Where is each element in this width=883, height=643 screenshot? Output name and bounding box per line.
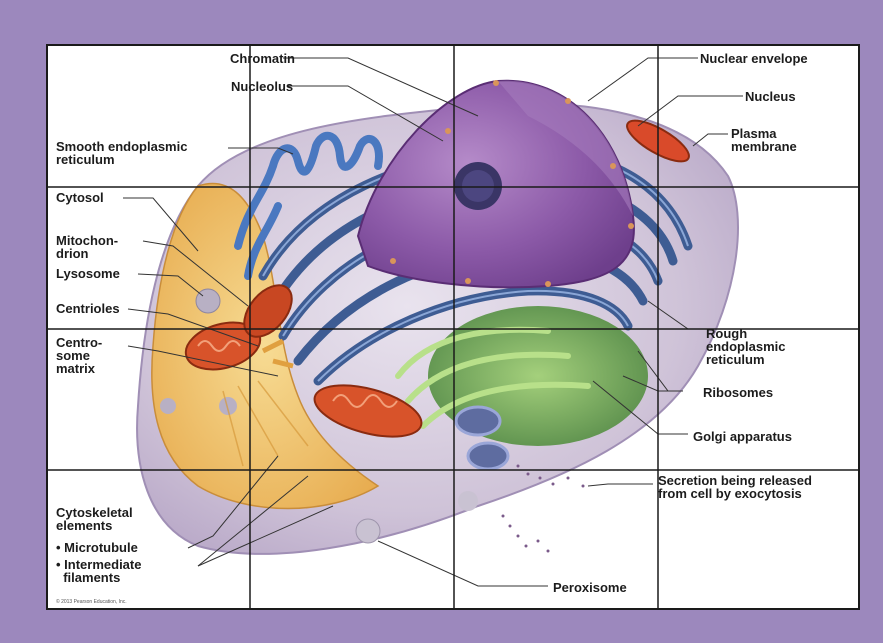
label-golgi-apparatus: Golgi apparatus (693, 430, 792, 443)
peroxisome (356, 519, 380, 543)
diagram-frame: Chromatin Nucleolus Nuclear envelope Nuc… (46, 44, 860, 610)
label-chromatin: Chromatin (230, 52, 295, 65)
label-centrioles: Centrioles (56, 302, 120, 315)
label-smooth-er: Smooth endoplasmic reticulum (56, 140, 187, 166)
label-cytoskeletal-elements: Cytoskeletal elements (56, 506, 133, 532)
label-plasma-membrane: Plasma membrane (731, 127, 797, 153)
label-ribosomes: Ribosomes (703, 386, 773, 399)
label-centrosome-matrix: Centro- some matrix (56, 336, 102, 375)
label-lysosome: Lysosome (56, 267, 120, 280)
label-intermediate-filaments: • Intermediate filaments (56, 558, 141, 584)
copyright-text: © 2013 Pearson Education, Inc. (56, 599, 127, 605)
label-rough-er: Rough endoplasmic reticulum (706, 327, 785, 366)
label-nuclear-envelope: Nuclear envelope (700, 52, 808, 65)
label-nucleolus: Nucleolus (231, 80, 293, 93)
label-microtubule: • Microtubule (56, 541, 138, 554)
label-peroxisome: Peroxisome (553, 581, 627, 594)
label-cytosol: Cytosol (56, 191, 104, 204)
label-secretion: Secretion being released from cell by ex… (658, 474, 812, 500)
label-mitochondrion: Mitochon- drion (56, 234, 118, 260)
label-nucleus: Nucleus (745, 90, 796, 103)
lysosome (196, 289, 220, 313)
